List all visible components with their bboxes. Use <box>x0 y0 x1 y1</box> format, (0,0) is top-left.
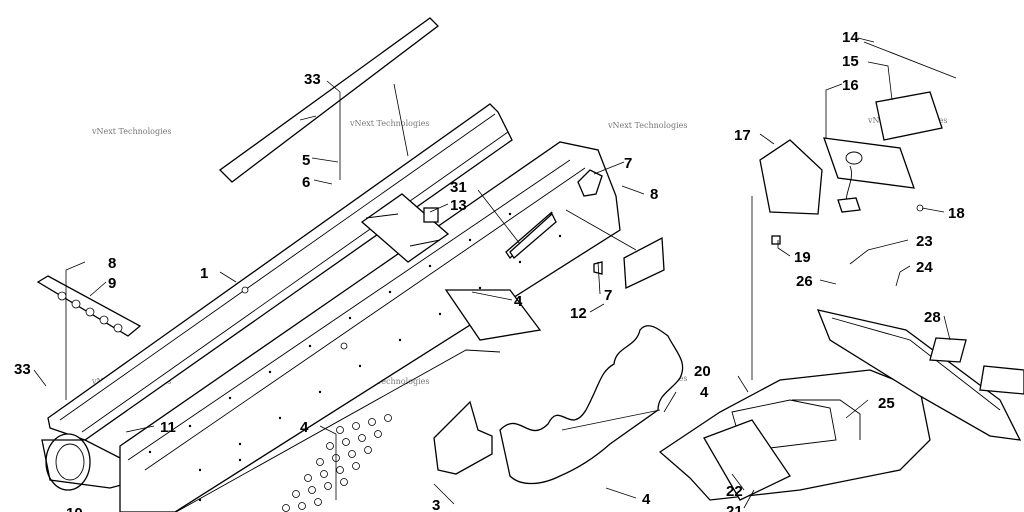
part-snow-flap <box>499 325 684 485</box>
callout-label: 23 <box>916 233 933 250</box>
callout-label: 8 <box>650 186 658 203</box>
callout-label: 18 <box>948 205 965 222</box>
callout-label: 25 <box>878 395 895 412</box>
watermark: vNext Technologies <box>349 377 429 386</box>
callout-label: 13 <box>450 197 467 214</box>
callout-label: 7 <box>604 287 612 304</box>
callout-label: 4 <box>642 491 651 508</box>
part-tail-light <box>759 41 957 245</box>
part-bar <box>219 17 439 183</box>
watermark: vNext Technologies <box>349 119 429 128</box>
callout-label: 26 <box>796 273 813 290</box>
callout-label: 28 <box>924 309 941 326</box>
callout-label: 24 <box>916 259 933 276</box>
perforation-holes <box>282 414 392 512</box>
callout-label: 4 <box>300 419 309 436</box>
callout-label: 8 <box>108 255 116 272</box>
watermark: vNext Technologies <box>607 121 687 130</box>
callout-label: 12 <box>570 305 587 322</box>
callout-label: 5 <box>302 152 310 169</box>
callout-label: 4 <box>700 384 709 401</box>
callout-label: 17 <box>734 127 751 144</box>
callout-label: 3 <box>432 497 440 512</box>
watermark: vNext Technologies <box>91 127 171 136</box>
callout-label: 33 <box>304 71 321 88</box>
callout-label: 15 <box>842 53 859 70</box>
callout-label: 20 <box>694 363 711 380</box>
rivet-dots <box>148 212 562 502</box>
callout-label: 14 <box>842 29 859 46</box>
leader-lines <box>33 37 951 509</box>
part-bracket-31 <box>509 212 557 259</box>
callout-label: 4 <box>514 293 523 310</box>
part-bumper-assembly <box>658 309 1024 501</box>
callout-label: 6 <box>302 174 310 191</box>
callout-label: 33 <box>14 361 31 378</box>
callout-label: 11 <box>160 419 176 436</box>
callout-label: 10 <box>66 505 83 512</box>
callout-label: 31 <box>450 179 467 196</box>
callout-label: 19 <box>794 249 811 266</box>
callout-label: 7 <box>624 155 632 172</box>
callout-label: 9 <box>108 275 116 292</box>
part-block <box>423 207 439 223</box>
part-bracket-3 <box>433 400 493 475</box>
callout-label: 1 <box>200 265 208 282</box>
part-heat-shield <box>36 275 142 337</box>
callout-label: 16 <box>842 77 859 94</box>
callout-label: 22 <box>726 483 743 500</box>
callout-label: 21 <box>726 503 743 512</box>
callouts: 33 1 3 4 4 4 4 5 6 7 7 8 8 9 10 11 12 13… <box>14 29 965 512</box>
part-plate-upper <box>444 289 542 341</box>
